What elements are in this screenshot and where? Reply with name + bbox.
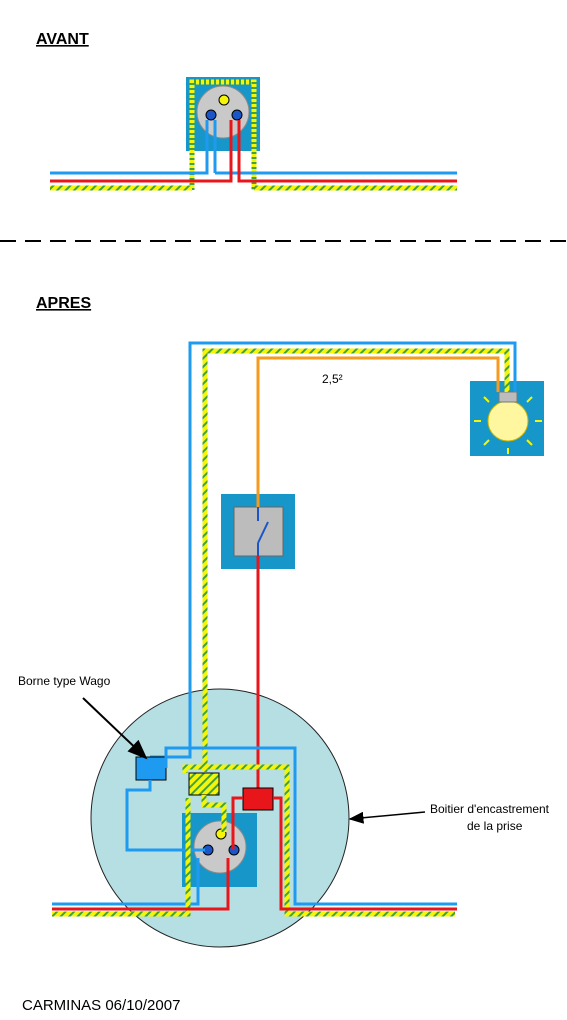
earth-wire-lamp xyxy=(202,348,510,772)
wago-connector-neutral xyxy=(135,756,167,781)
apres-title: APRES xyxy=(36,295,91,312)
socket-icon xyxy=(196,85,250,139)
wago-connector-earth xyxy=(188,772,220,796)
earth-wire-avant xyxy=(189,79,257,190)
boitier-label-line2: de la prise xyxy=(467,819,523,833)
section-label: 2,5² xyxy=(322,372,343,386)
phase-wire-apres xyxy=(273,796,457,911)
boitier-label-line1: Boitier d'encastrement xyxy=(430,802,550,816)
wago-connector-phase xyxy=(242,787,274,811)
credit-text: CARMINAS 06/10/2007 xyxy=(22,997,180,1014)
socket-icon-apres xyxy=(193,820,247,874)
neutral-wire-lamp xyxy=(150,341,517,759)
arrow-icon xyxy=(82,697,148,760)
phase-wire-avant xyxy=(50,120,233,183)
borne-label: Borne type Wago xyxy=(18,674,111,688)
neutral-wire-apres xyxy=(164,746,457,906)
arrow-icon-boitier xyxy=(348,811,426,824)
neutral-wire-avant xyxy=(50,120,209,175)
avant-title: AVANT xyxy=(36,31,89,48)
earth-wire-apres xyxy=(182,764,455,917)
light-bulb-icon xyxy=(474,391,542,454)
switch-icon xyxy=(233,506,284,557)
return-wire xyxy=(256,356,500,507)
